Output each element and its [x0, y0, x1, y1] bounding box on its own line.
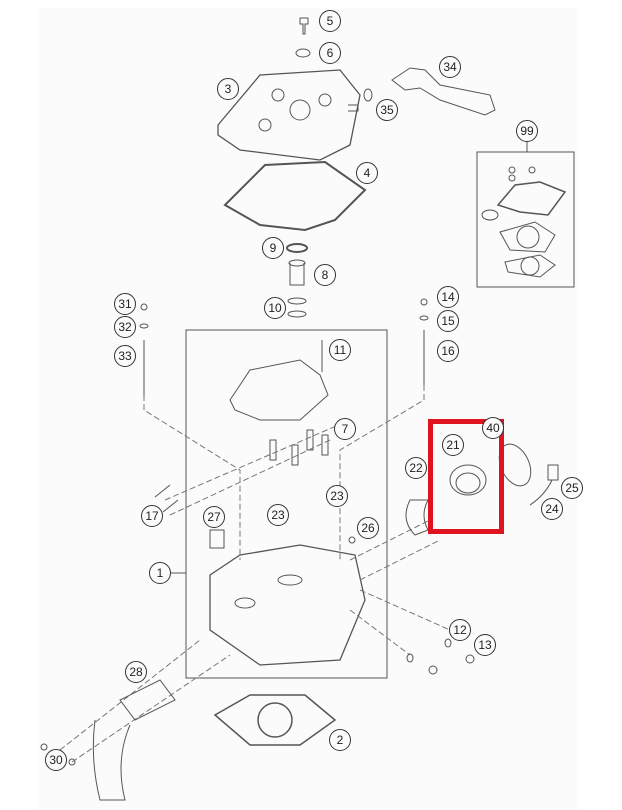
- callout-part-16[interactable]: 16: [437, 340, 459, 362]
- callout-part-10[interactable]: 10: [264, 297, 286, 319]
- callout-part-17[interactable]: 17: [141, 505, 163, 527]
- callout-part-28[interactable]: 28: [125, 661, 147, 683]
- callout-part-8[interactable]: 8: [314, 264, 336, 286]
- callout-part-35[interactable]: 35: [376, 99, 398, 121]
- callout-part-99[interactable]: 99: [516, 120, 538, 142]
- cylinder-head-frame: [185, 329, 388, 679]
- callout-part-6[interactable]: 6: [319, 42, 341, 64]
- gasket-kit-box: [476, 151, 575, 288]
- callout-part-13[interactable]: 13: [474, 634, 496, 656]
- callout-part-33[interactable]: 33: [114, 345, 136, 367]
- callout-part-25[interactable]: 25: [561, 477, 583, 499]
- callout-part-11[interactable]: 11: [329, 339, 351, 361]
- callout-part-14[interactable]: 14: [437, 286, 459, 308]
- callout-part-9[interactable]: 9: [262, 237, 284, 259]
- callout-part-21[interactable]: 21: [442, 434, 464, 456]
- callout-part-4[interactable]: 4: [356, 162, 378, 184]
- callout-part-2[interactable]: 2: [329, 729, 351, 751]
- highlight-box: [428, 419, 504, 534]
- callout-part-32[interactable]: 32: [114, 316, 136, 338]
- callout-part-34[interactable]: 34: [439, 56, 461, 78]
- callout-part-27[interactable]: 27: [203, 506, 225, 528]
- callout-part-30[interactable]: 30: [45, 749, 67, 771]
- callout-part-12[interactable]: 12: [449, 619, 471, 641]
- callout-part-23[interactable]: 23: [326, 485, 348, 507]
- callout-part-15[interactable]: 15: [437, 310, 459, 332]
- callout-part-40[interactable]: 40: [482, 417, 504, 439]
- callout-part-24[interactable]: 24: [541, 498, 563, 520]
- callout-part-23[interactable]: 23: [267, 504, 289, 526]
- callout-part-5[interactable]: 5: [319, 10, 341, 32]
- callout-part-26[interactable]: 26: [357, 517, 379, 539]
- callout-part-3[interactable]: 3: [217, 78, 239, 100]
- callout-part-1[interactable]: 1: [149, 562, 171, 584]
- callout-part-22[interactable]: 22: [405, 457, 427, 479]
- callout-part-7[interactable]: 7: [334, 418, 356, 440]
- callout-part-31[interactable]: 31: [114, 293, 136, 315]
